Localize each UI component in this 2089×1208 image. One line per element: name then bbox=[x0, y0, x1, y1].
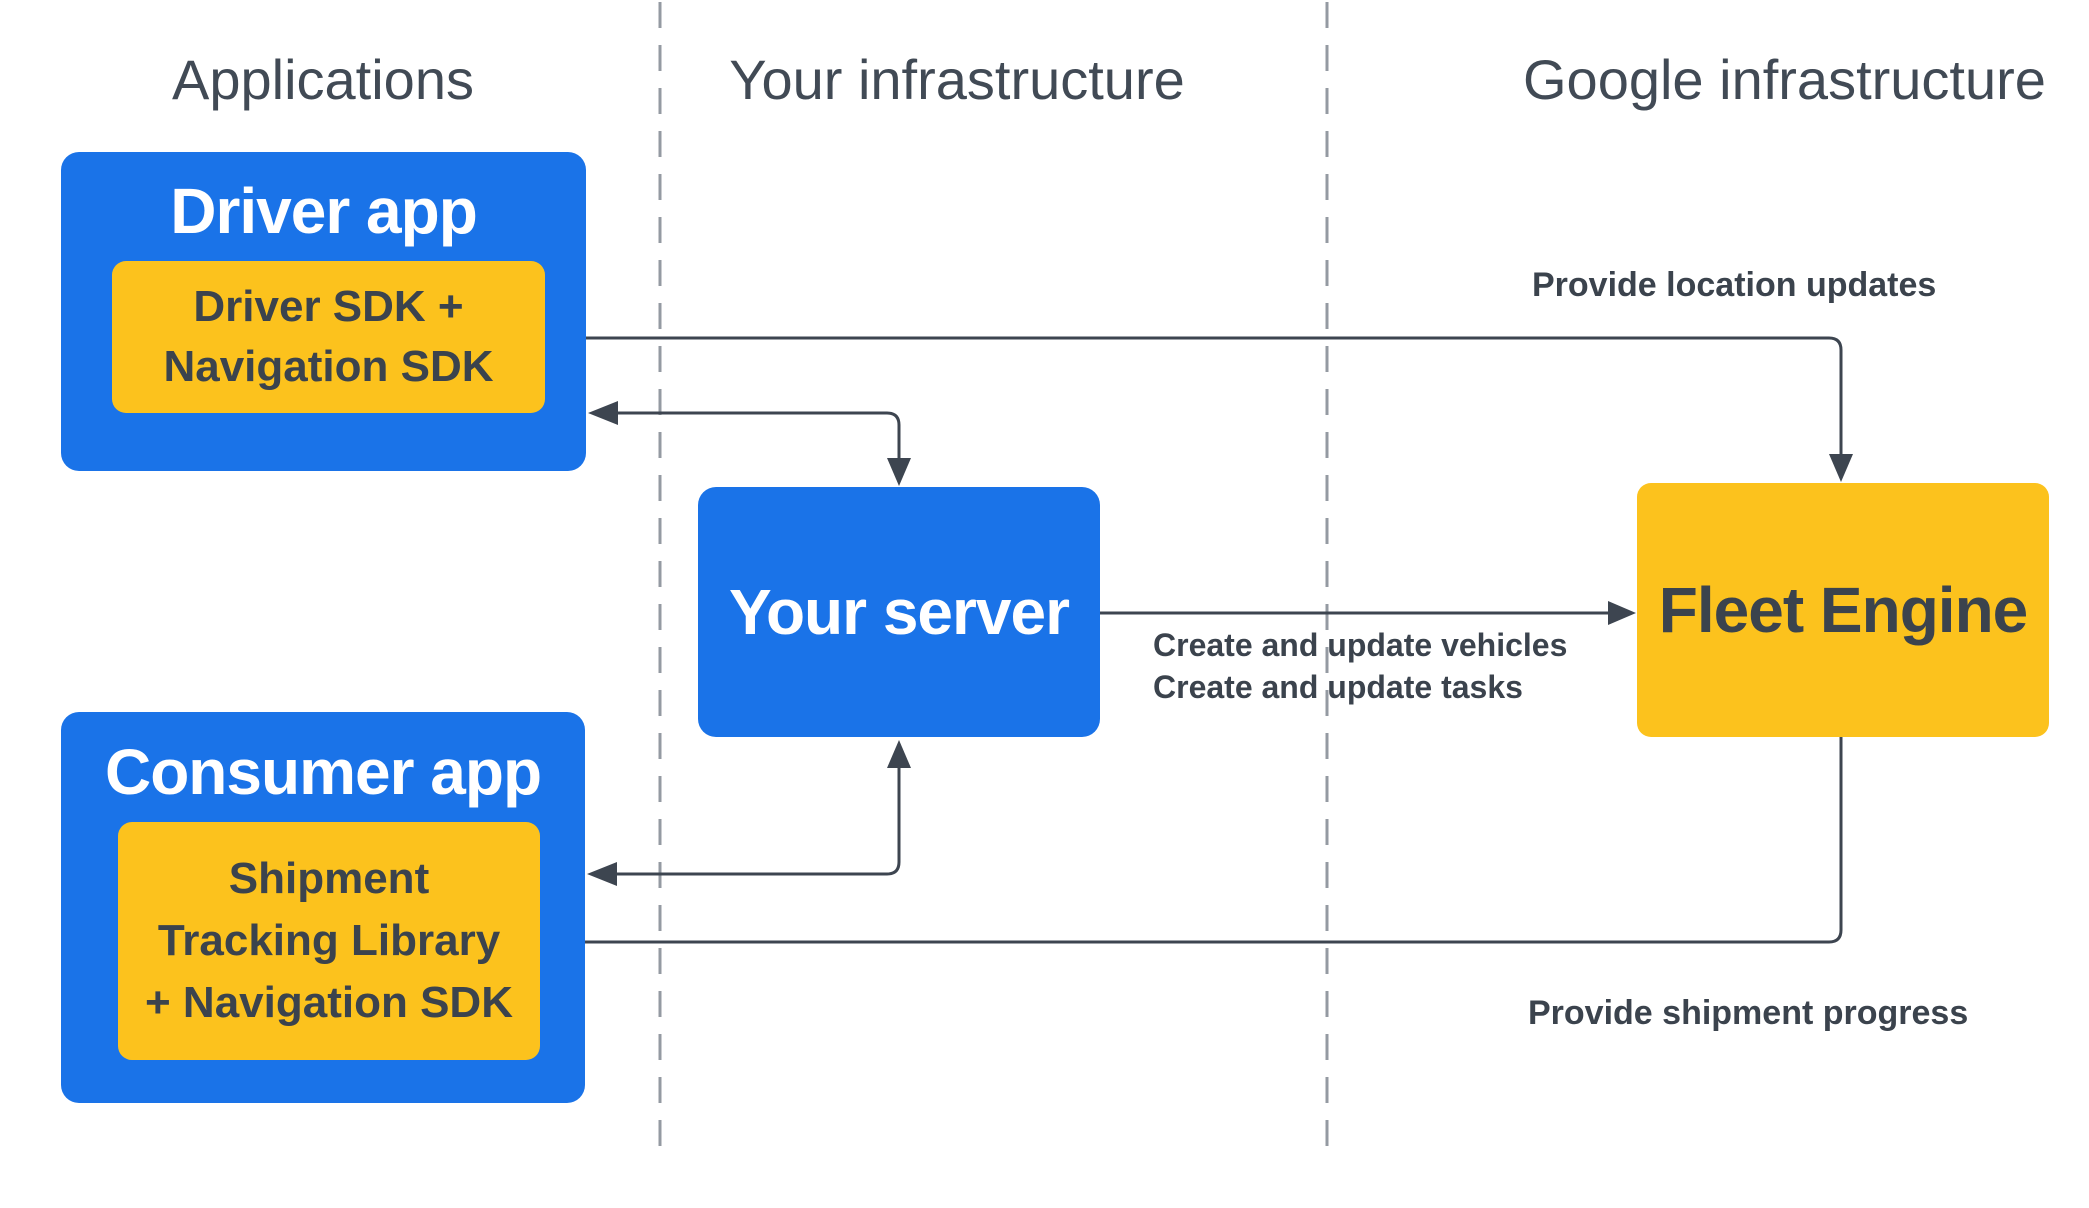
driver-sdk-node: Driver SDK + Navigation SDK bbox=[112, 261, 545, 413]
arrowhead-into-fleet-engine-left bbox=[1608, 601, 1636, 625]
arrowhead-into-fleet-engine-top bbox=[1829, 454, 1853, 482]
arrow-consumer-app-your-server bbox=[587, 740, 911, 886]
arrow-provide-shipment-progress bbox=[541, 737, 1843, 954]
driver-sdk-label-line1: Driver SDK + bbox=[193, 282, 464, 331]
arrow-your-server-fleet-engine bbox=[1100, 601, 1636, 625]
arrow-provide-location-updates bbox=[547, 326, 1853, 482]
edge-label-create-update-tasks: Create and update tasks bbox=[1153, 669, 1523, 705]
driver-sdk-label-line2: Navigation SDK bbox=[163, 342, 494, 391]
consumer-sdk-label-line1: Shipment bbox=[228, 854, 430, 903]
consumer-app-title: Consumer app bbox=[104, 736, 542, 808]
consumer-sdk-node: Shipment Tracking Library + Navigation S… bbox=[118, 822, 540, 1060]
arrowhead-into-your-server-bottom bbox=[887, 740, 911, 768]
arrow-driver-app-your-server bbox=[588, 401, 911, 486]
arrowhead-into-driver-app bbox=[588, 401, 618, 425]
edge-label-create-update-vehicles: Create and update vehicles bbox=[1153, 627, 1568, 663]
consumer-sdk-label-line3: + Navigation SDK bbox=[145, 978, 513, 1027]
arrowhead-into-your-server-top bbox=[887, 458, 911, 486]
fleet-engine-node: Fleet Engine bbox=[1637, 483, 2049, 737]
column-header-google-infrastructure: Google infrastructure bbox=[1523, 48, 2046, 111]
your-server-node: Your server bbox=[698, 487, 1100, 737]
consumer-sdk-label-line2: Tracking Library bbox=[157, 916, 501, 965]
driver-app-title: Driver app bbox=[170, 175, 478, 247]
edge-label-provide-shipment-progress: Provide shipment progress bbox=[1528, 994, 1969, 1032]
column-header-applications: Applications bbox=[172, 48, 474, 111]
edge-label-provide-location-updates: Provide location updates bbox=[1532, 266, 1937, 304]
column-header-your-infrastructure: Your infrastructure bbox=[729, 48, 1185, 111]
arrowhead-into-consumer-app bbox=[587, 862, 617, 886]
